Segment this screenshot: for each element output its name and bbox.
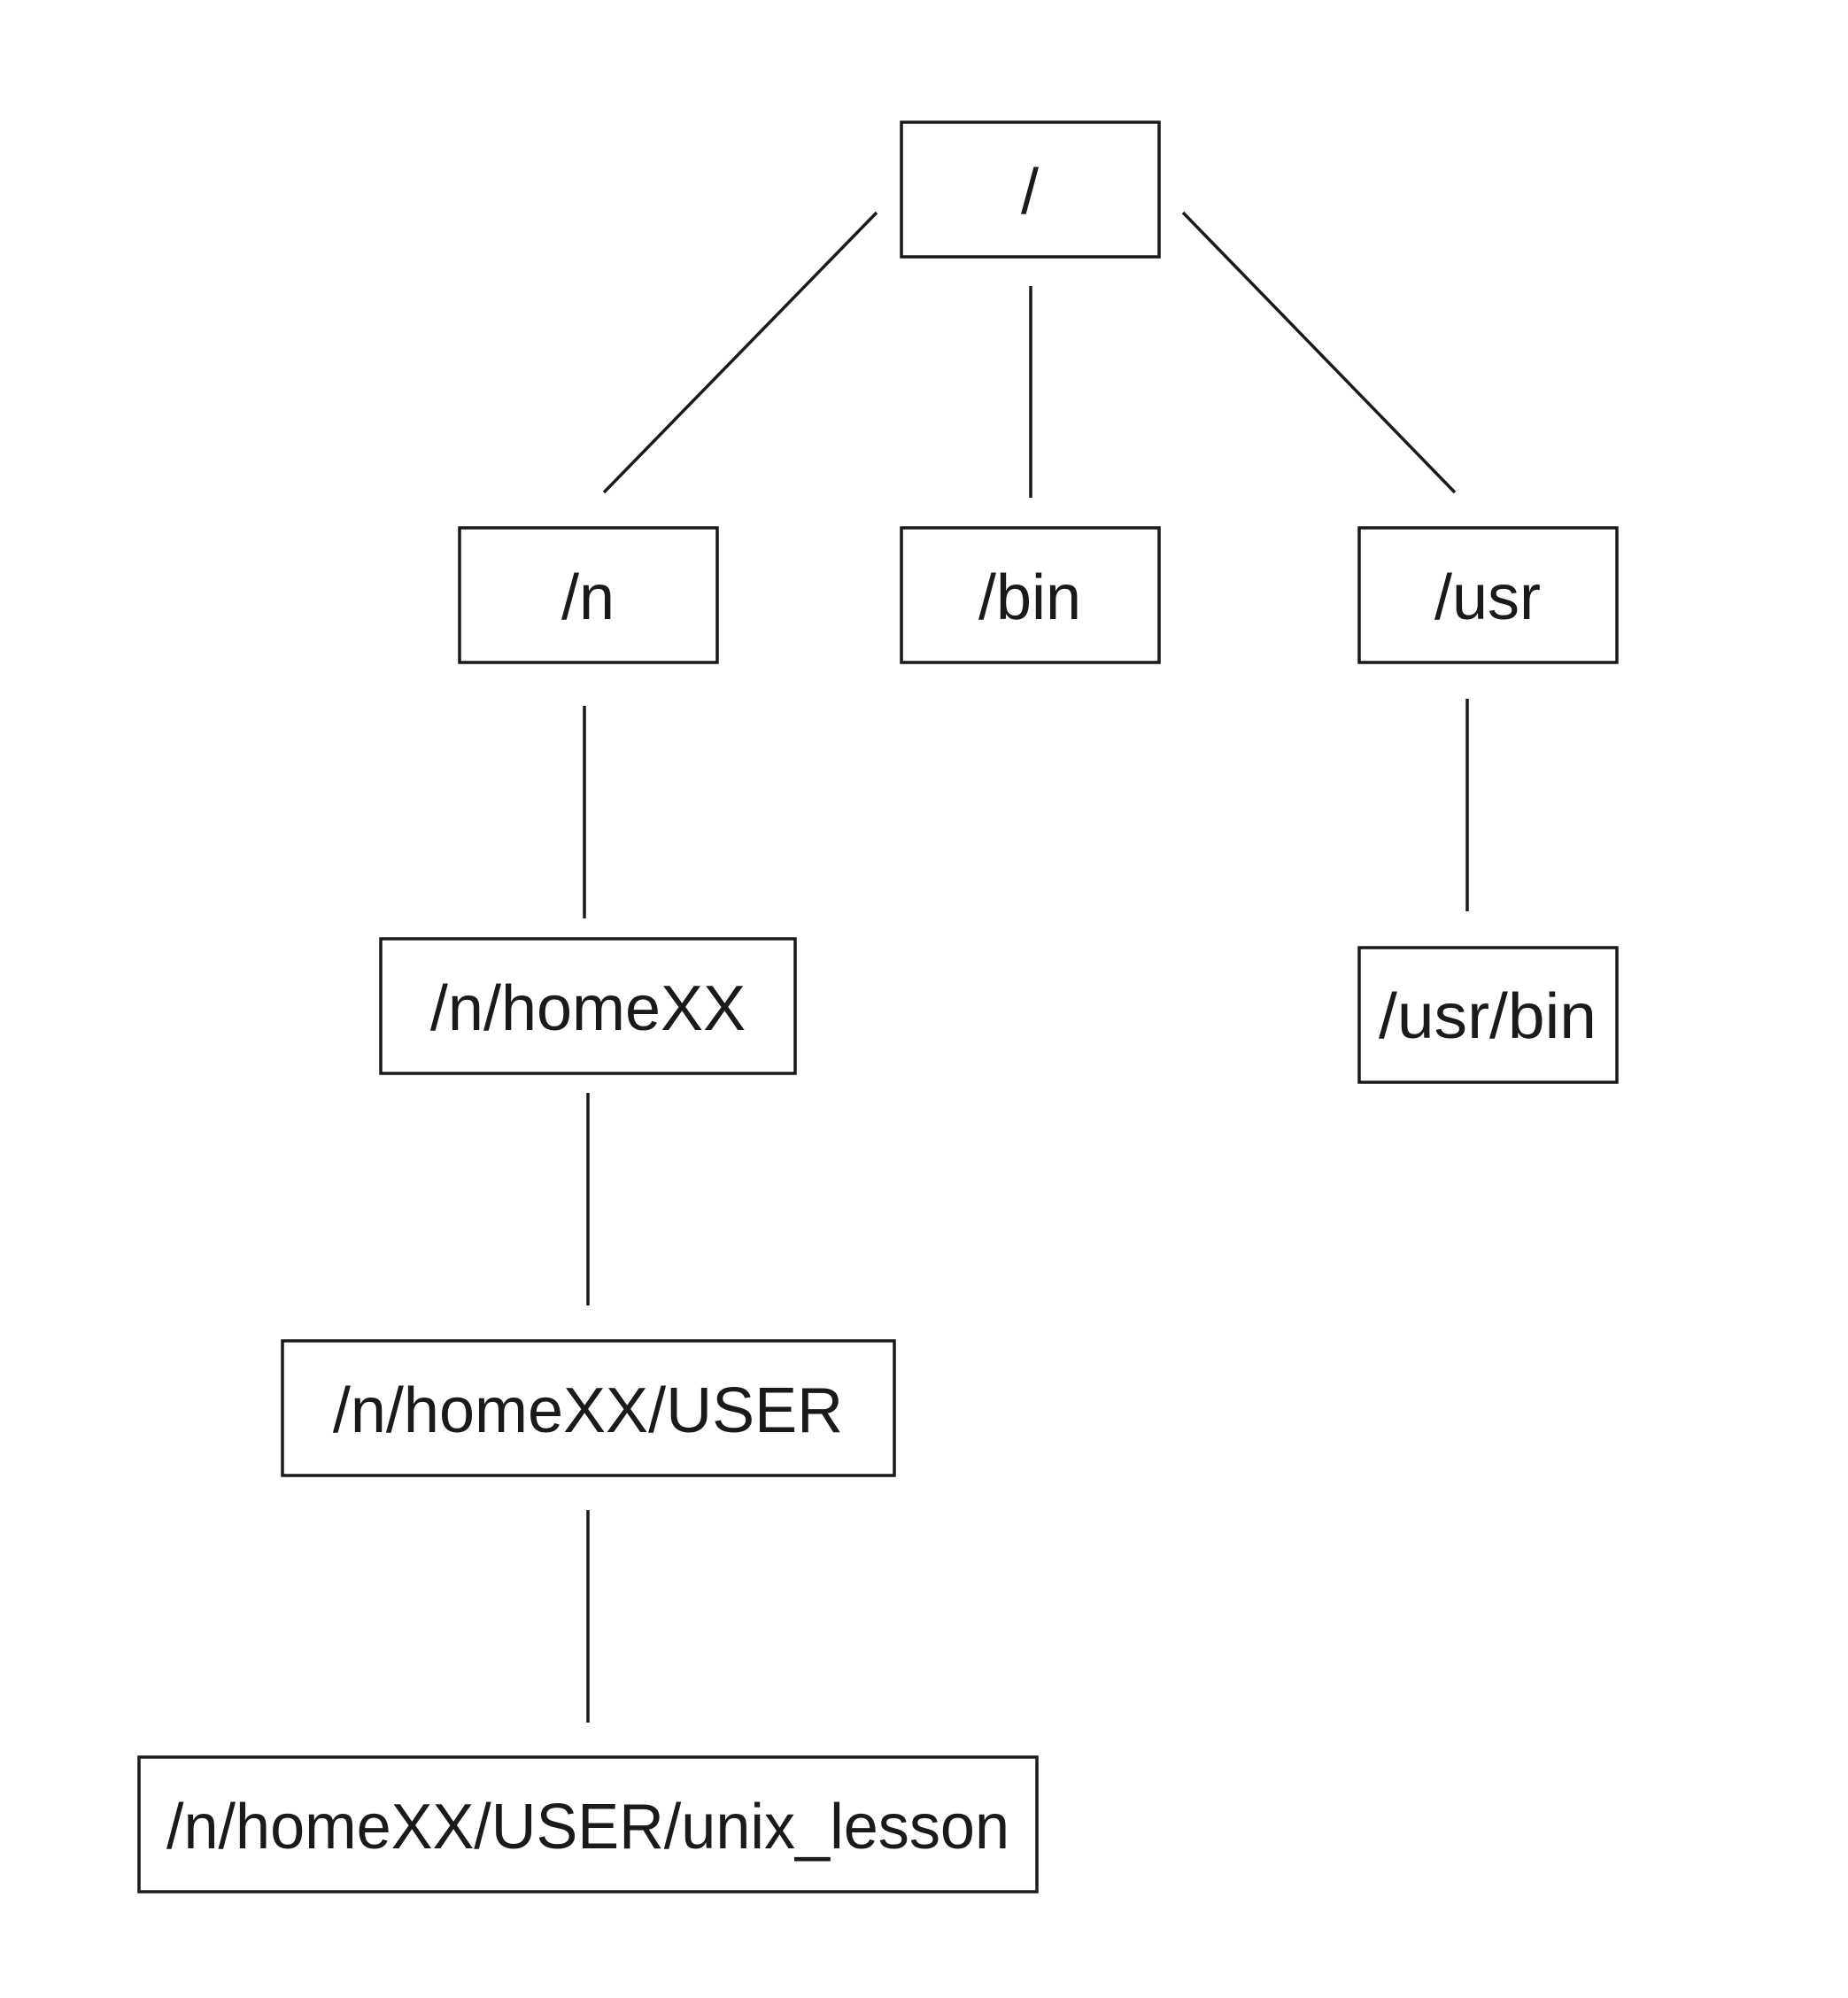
node-usr[interactable]: /usr xyxy=(1357,526,1619,664)
node-unixlesson-label: /n/homeXX/USER/unix_lesson xyxy=(166,1792,1009,1862)
node-n-box xyxy=(458,526,719,664)
edge-root-to-usr xyxy=(1181,211,1457,494)
node-root[interactable]: / xyxy=(900,120,1161,259)
node-usrbin[interactable]: /usr/bin xyxy=(1357,946,1619,1084)
node-user[interactable]: /n/homeXX/USER xyxy=(281,1339,896,1477)
node-n[interactable]: /n xyxy=(458,526,719,664)
node-bin-box xyxy=(900,526,1161,664)
node-usrbin-box xyxy=(1357,946,1619,1084)
node-user-box xyxy=(281,1339,896,1477)
node-homexx-label: /n/homeXX xyxy=(430,973,746,1044)
node-homexx-box xyxy=(379,937,797,1075)
node-homexx[interactable]: /n/homeXX xyxy=(379,937,797,1075)
node-bin-label: /bin xyxy=(978,562,1081,633)
node-bin[interactable]: /bin xyxy=(900,526,1161,664)
node-n-label: /n xyxy=(561,562,615,633)
node-root-label: / xyxy=(1021,157,1039,228)
node-unixlesson-box xyxy=(137,1755,1039,1893)
node-unixlesson[interactable]: /n/homeXX/USER/unix_lesson xyxy=(137,1755,1039,1893)
node-root-box xyxy=(900,120,1161,259)
node-usr-box xyxy=(1357,526,1619,664)
edge-root-to-n xyxy=(602,211,878,494)
node-usrbin-label: /usr/bin xyxy=(1379,981,1597,1052)
node-user-label: /n/homeXX/USER xyxy=(333,1375,843,1446)
node-usr-label: /usr xyxy=(1434,562,1541,633)
